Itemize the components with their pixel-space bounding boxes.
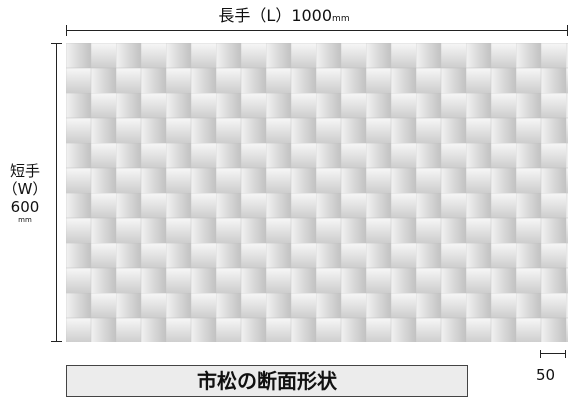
tile-size-dimension-line bbox=[540, 350, 566, 358]
length-label: 長手（L）1000mm bbox=[0, 7, 568, 28]
section-shape-caption: 市松の断面形状 bbox=[66, 365, 468, 397]
width-dimension-line bbox=[51, 43, 62, 342]
tile-size-tick-right bbox=[565, 350, 566, 358]
checkered-panel bbox=[66, 43, 568, 342]
width-label-line1: 短手 bbox=[9, 162, 40, 180]
length-unit: mm bbox=[332, 14, 350, 24]
checkered-pattern bbox=[66, 43, 568, 342]
tile-size-label: 50 bbox=[536, 366, 556, 384]
width-label-value: 600 bbox=[10, 198, 40, 216]
width-unit: mm bbox=[18, 216, 32, 224]
width-dimension-tick-top bbox=[51, 43, 62, 44]
width-dimension-tick-bottom bbox=[51, 341, 62, 342]
length-label-text: 長手（L）1000 bbox=[218, 6, 333, 25]
length-dimension-line bbox=[66, 25, 568, 36]
length-dimension-tick-left bbox=[66, 25, 67, 36]
width-label: 短手 （W） 600 mm bbox=[0, 162, 50, 225]
tile-size-tick-left bbox=[540, 350, 541, 358]
width-label-line2: （W） bbox=[2, 180, 48, 198]
